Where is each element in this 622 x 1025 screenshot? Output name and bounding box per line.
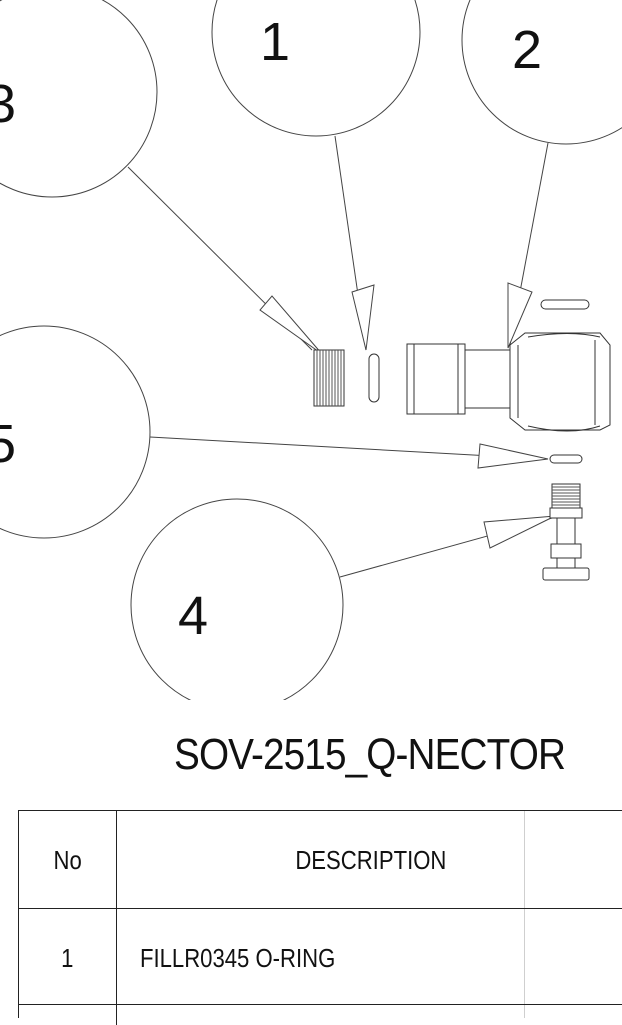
- balloon-5-circle: [0, 325, 151, 539]
- arrow-5: [477, 443, 549, 469]
- part-o-ring: [368, 353, 380, 403]
- row-no: [19, 1005, 117, 1025]
- part-valve-stem: [542, 483, 590, 581]
- balloon-number-3: 3: [0, 74, 16, 134]
- header-description: DESCRIPTION: [294, 844, 447, 875]
- balloon-number-5: 5: [0, 414, 16, 474]
- exploded-parts-drawing: 3 1 2 5 4: [0, 0, 622, 700]
- balloon-1-circle: [211, 0, 421, 137]
- row-no: 1: [19, 909, 117, 1007]
- row-description: FILLR0345 O-RING: [140, 942, 336, 973]
- balloon-4-circle: [130, 498, 344, 700]
- arrow-2: [507, 282, 533, 349]
- table-row: [19, 1004, 622, 1025]
- arrow-1: [351, 284, 375, 351]
- part-threaded-insert: [313, 349, 345, 407]
- arrow-4: [483, 515, 556, 549]
- header-no: No: [19, 811, 117, 909]
- drawing-title: SOV-2515_Q-NECTOR: [173, 730, 566, 779]
- part-connector-body: [406, 299, 611, 432]
- arrow-3: [259, 295, 323, 355]
- part-small-o-ring: [549, 454, 583, 464]
- balloon-2-circle: [461, 0, 622, 145]
- balloon-3-circle: [0, 0, 158, 198]
- table-divider: [524, 810, 525, 1018]
- balloon-number-4: 4: [178, 586, 208, 646]
- parts-table: No DESCRIPTION 1 FILLR0345 O-RING: [18, 810, 622, 1025]
- balloon-number-2: 2: [512, 20, 542, 80]
- table-header-row: No DESCRIPTION: [19, 810, 622, 909]
- row-description: [118, 1005, 622, 1025]
- balloon-number-1: 1: [260, 12, 290, 72]
- table-row: 1 FILLR0345 O-RING: [19, 908, 622, 1007]
